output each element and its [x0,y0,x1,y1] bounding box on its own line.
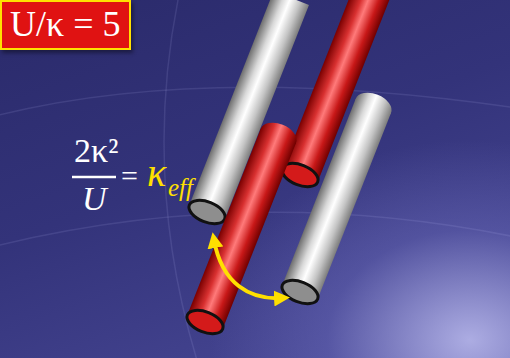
numerator: 2κ² [74,134,118,168]
white-tube [279,88,396,308]
denominator: U [82,182,107,216]
parameter-box: U/κ = 5 [0,0,131,50]
subscript: eff [168,175,193,200]
hopping-arrow [214,240,282,298]
parameter-text: U/κ = 5 [10,4,121,45]
kappa-symbol: κ [147,153,166,193]
equals-sign: = [121,161,138,191]
fraction-bar [72,176,116,179]
red-tube [184,118,301,338]
